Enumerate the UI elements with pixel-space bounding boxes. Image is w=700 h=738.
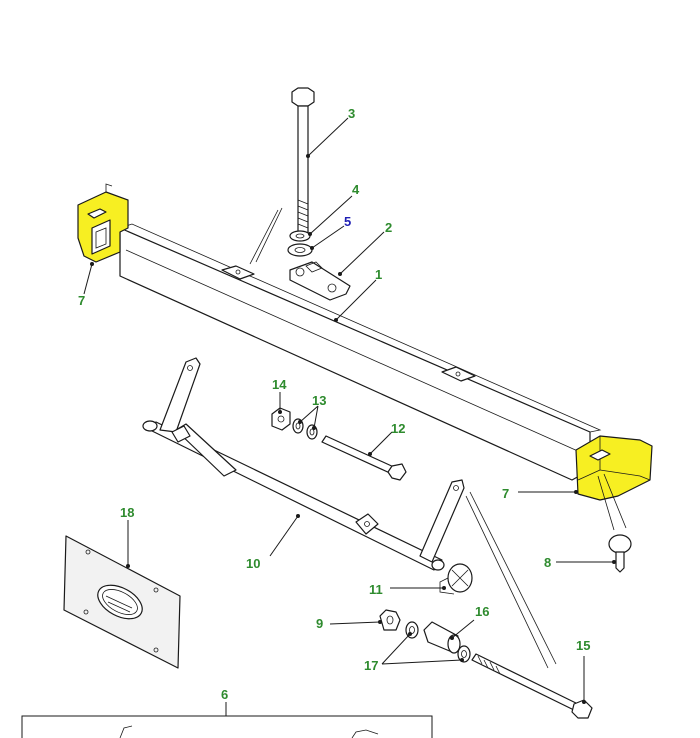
guide-line (249, 207, 283, 265)
washer-part-5 (287, 243, 313, 257)
bolt-part-3 (291, 87, 315, 235)
kit-box-part-6 (21, 715, 433, 738)
washer-part-17b (457, 645, 471, 663)
clamp-plate-part-2 (289, 261, 351, 301)
callout-labels: 3 4 5 2 1 7 7 8 14 13 12 10 11 9 16 17 1… (78, 106, 590, 702)
callout-9: 9 (316, 616, 323, 631)
callout-2: 2 (385, 220, 392, 235)
callout-13: 13 (312, 393, 326, 408)
callout-10: 10 (246, 556, 260, 571)
callout-15: 15 (576, 638, 590, 653)
tow-bracket-part-10 (142, 357, 465, 571)
callout-3: 3 (348, 106, 355, 121)
leader-lines (83, 117, 616, 716)
bolt-part-15 (471, 653, 593, 719)
washer-part-17a (405, 621, 419, 639)
callout-7-right: 7 (502, 486, 509, 501)
callout-4: 4 (352, 182, 360, 197)
callout-18: 18 (120, 505, 134, 520)
callout-16: 16 (475, 604, 489, 619)
callout-8: 8 (544, 555, 551, 570)
callout-12: 12 (391, 421, 405, 436)
callout-7-left: 7 (78, 293, 85, 308)
clip-part-8 (608, 534, 632, 573)
bolt-part-12 (321, 435, 407, 481)
guide-line (597, 473, 627, 531)
end-cap-left-part-7 (77, 183, 129, 263)
washer-part-4 (289, 230, 311, 242)
nut-part-9 (379, 609, 401, 631)
callout-17: 17 (364, 658, 378, 673)
callout-11: 11 (369, 582, 383, 597)
callout-14: 14 (272, 377, 287, 392)
land-rover-logo (97, 584, 143, 620)
callout-5: 5 (344, 214, 351, 229)
guide-line (465, 491, 557, 669)
spacer-part-16 (423, 621, 461, 654)
end-cap-right-part-7 (575, 435, 653, 501)
callout-1: 1 (375, 267, 382, 282)
callout-6: 6 (221, 687, 228, 702)
bung-part-11 (439, 563, 473, 595)
